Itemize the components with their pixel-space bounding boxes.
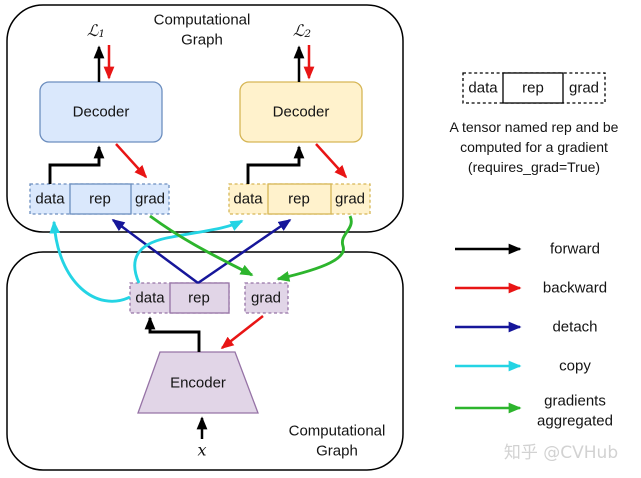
copy-arrows-group bbox=[49, 219, 244, 303]
aggregated-arrow-grad2-to-grad bbox=[276, 215, 353, 282]
top-graph-title-line1: Computational bbox=[154, 12, 251, 29]
backward-arrow-decoder1-to-grad1 bbox=[115, 143, 148, 179]
bottom-tensor-data-label: data bbox=[135, 290, 165, 307]
detach-arrows-group bbox=[111, 218, 292, 285]
input-x-label: x bbox=[197, 441, 206, 460]
bottom-tensor-grad-box bbox=[244, 282, 289, 314]
legend-backward-label: backward bbox=[543, 280, 607, 297]
loss1-symbol: ℒ bbox=[87, 21, 99, 40]
bottom-tensor-grad-label: grad bbox=[251, 290, 281, 307]
top-graph-title-line2: Graph bbox=[181, 32, 223, 49]
decoder2-box bbox=[239, 81, 363, 143]
loss2-label: ℒ2 bbox=[293, 21, 312, 41]
bottom-graph-title-line1: Computational bbox=[289, 423, 386, 440]
bottom-graph-title-line2: Graph bbox=[316, 443, 358, 460]
legend-caption-line2: computed for a gradient bbox=[460, 139, 608, 155]
tensor1-rep-label: rep bbox=[89, 191, 111, 208]
legend-tensor-data-label: data bbox=[468, 80, 498, 97]
copy-arrow-data-to-data2 bbox=[133, 219, 244, 284]
legend-aggregated-label-line2: aggregated bbox=[537, 413, 613, 430]
legend-tensor-rep-cell bbox=[502, 72, 564, 104]
tensor1-data-label: data bbox=[35, 191, 65, 208]
backward-arrow-decoder2-to-grad2 bbox=[315, 143, 348, 179]
tensor2-data-label: data bbox=[233, 191, 263, 208]
legend-caption-line3: (requires_grad=True) bbox=[468, 159, 600, 175]
tensor2-grad-label: grad bbox=[335, 191, 365, 208]
backward-arrows-group bbox=[103, 45, 348, 349]
legend-copy-label: copy bbox=[559, 358, 591, 375]
encoder-shape bbox=[137, 351, 259, 414]
encoder-label: Encoder bbox=[170, 375, 226, 392]
forward-arrow-tensor1-to-decoder1 bbox=[48, 145, 105, 184]
copy-arrow-data-to-data1 bbox=[49, 220, 131, 303]
legend-caption-line1: A tensor named rep and be bbox=[450, 119, 619, 135]
detach-arrow-rep-to-rep2 bbox=[197, 218, 292, 285]
loss2-symbol: ℒ bbox=[293, 21, 305, 40]
tensor1-rep-cell bbox=[69, 183, 132, 215]
legend-tensor-grad-label: grad bbox=[569, 80, 599, 97]
forward-arrow-encoder-to-tensor bbox=[144, 316, 201, 352]
decoder2-label: Decoder bbox=[273, 104, 330, 121]
backward-arrow-grad-to-encoder bbox=[220, 315, 264, 349]
gradients-aggregated-arrows-group bbox=[149, 214, 353, 282]
aggregated-arrow-grad1-to-grad bbox=[149, 214, 254, 277]
decoder1-box bbox=[39, 81, 163, 143]
loss1-subscript: 1 bbox=[98, 28, 105, 40]
legend-aggregated-label-line1: gradients bbox=[544, 393, 606, 410]
watermark-text: 知乎 @CVHub bbox=[504, 443, 618, 463]
forward-arrow-tensor2-to-decoder2 bbox=[246, 145, 305, 184]
loss1-label: ℒ1 bbox=[87, 21, 105, 41]
tensor2-rep-label: rep bbox=[288, 191, 310, 208]
tensor2-rep-cell bbox=[267, 183, 332, 215]
legend-detach-label: detach bbox=[552, 319, 597, 336]
decoder1-label: Decoder bbox=[73, 104, 130, 121]
arrow-legend: forward backward detach copy gradients a… bbox=[455, 241, 613, 430]
tensor1-grad-label: grad bbox=[135, 191, 165, 208]
loss2-subscript: 2 bbox=[303, 28, 311, 40]
forward-arrows-group bbox=[48, 45, 305, 439]
legend-tensor-rep-label: rep bbox=[522, 80, 544, 97]
detach-arrow-rep-to-rep1 bbox=[111, 218, 199, 285]
bottom-tensor-rep-label: rep bbox=[188, 290, 210, 307]
bottom-tensor-rep-cell bbox=[169, 282, 230, 314]
legend-forward-label: forward bbox=[550, 241, 600, 258]
